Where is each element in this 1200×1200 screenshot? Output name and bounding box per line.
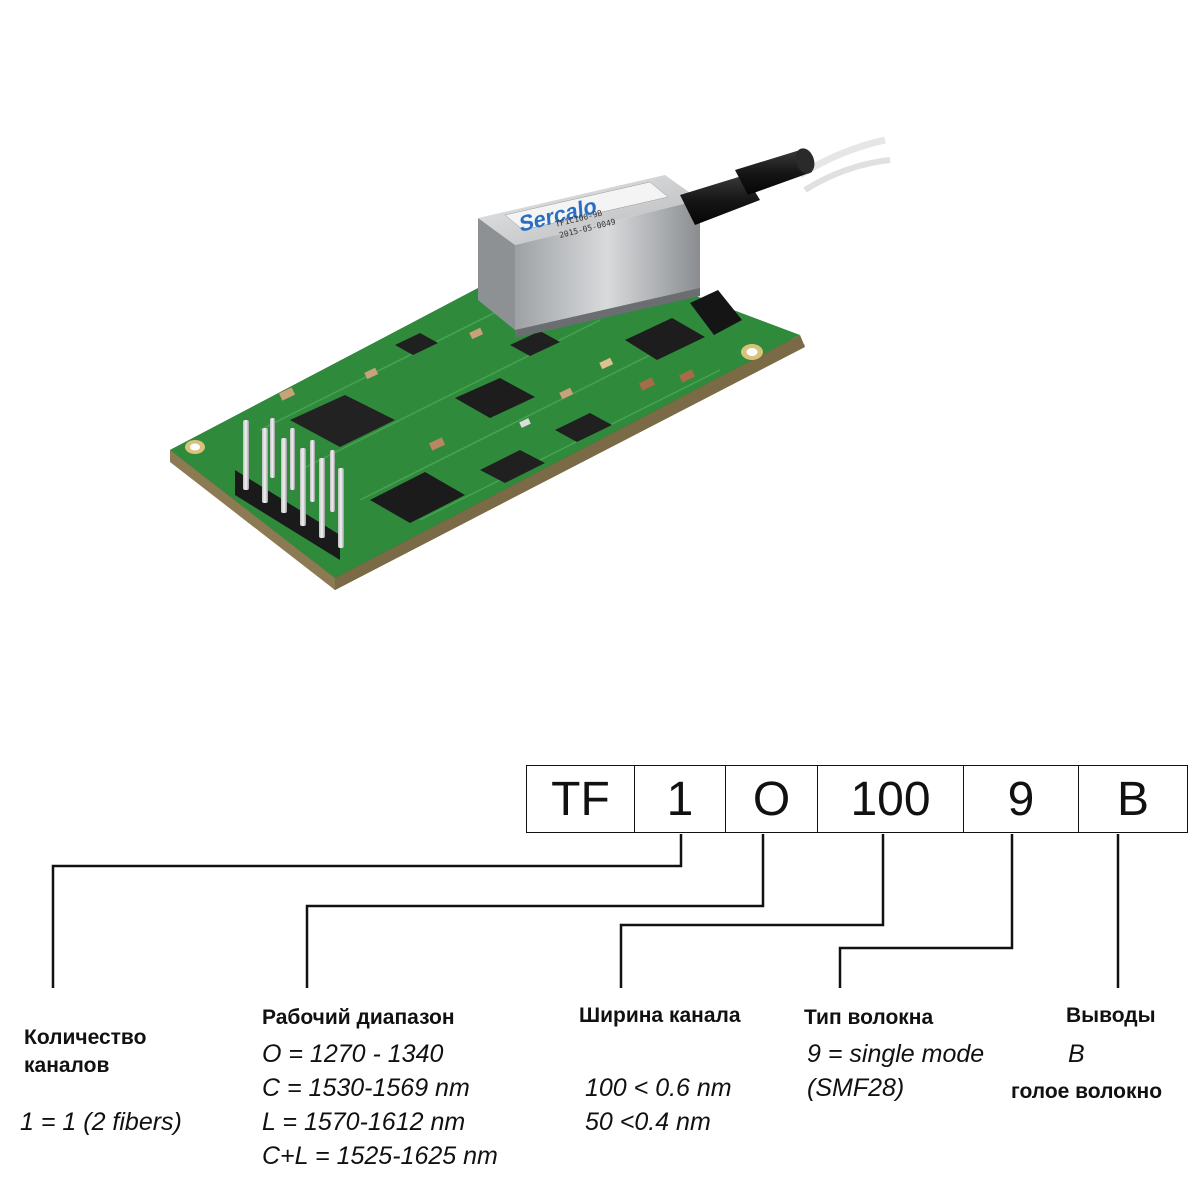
channels-value: 1 = 1 (2 fibers): [20, 1108, 182, 1136]
connector-channels: [51, 834, 683, 988]
fiber-boot: [680, 148, 815, 225]
connector-fiber-type: [838, 834, 1014, 988]
code-segment-terminals: B: [1078, 766, 1187, 832]
fiber-type-heading: Тип волокна: [804, 1006, 934, 1029]
channel-width-heading: Ширина канала: [579, 1004, 741, 1027]
fiber-type-value-note: (SMF28): [807, 1074, 905, 1102]
channels-heading-line2: каналов: [24, 1054, 110, 1077]
product-photo: Sercalo TF1C100-9B 2015-05-0049: [170, 136, 891, 590]
band-value-o: O = 1270 - 1340: [262, 1040, 444, 1068]
band-value-l: L = 1570-1612 nm: [262, 1108, 466, 1136]
channel-width-value-100: 100 < 0.6 nm: [585, 1074, 732, 1102]
band-value-cl: C+L = 1525-1625 nm: [262, 1142, 498, 1170]
channel-width-value-50: 50 <0.4 nm: [585, 1108, 711, 1136]
fiber-type-value: 9 = single mode: [807, 1040, 985, 1068]
code-segment-channel-width: 100: [817, 766, 963, 832]
part-code-row: TF 1 O 100 9 B: [526, 765, 1188, 833]
channels-heading-line1: Количество: [24, 1026, 147, 1049]
code-segment-fiber-type: 9: [963, 766, 1078, 832]
ic-chips: [290, 290, 742, 523]
band-value-c: C = 1530-1569 nm: [262, 1074, 470, 1102]
code-segment-band: O: [725, 766, 817, 832]
terminals-note: голое волокно: [1011, 1080, 1163, 1103]
code-segment-prefix: TF: [551, 772, 610, 826]
terminals-value: B: [1068, 1040, 1085, 1068]
header-pins: [235, 418, 344, 560]
code-segment-channels: 1: [634, 766, 725, 832]
band-heading: Рабочий диапазон: [262, 1006, 455, 1029]
connector-channel-width: [619, 834, 885, 988]
connector-band: [305, 834, 765, 988]
passive-components: [278, 327, 696, 451]
channels-heading: Количество каналов: [24, 1024, 146, 1080]
terminals-heading: Выводы: [1066, 1004, 1156, 1027]
